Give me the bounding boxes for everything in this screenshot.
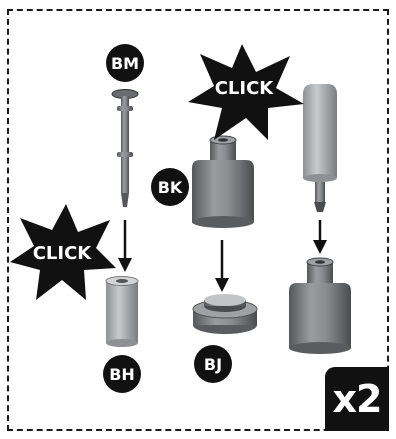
label-bj-text: BJ [204, 355, 222, 374]
quantity-badge: x2 [325, 367, 389, 431]
starburst-left [10, 204, 116, 300]
label-bh: BH [103, 355, 141, 393]
arrow-right-assembly [313, 220, 327, 254]
part-bj-ring [192, 294, 258, 334]
label-bk-text: BK [158, 178, 183, 197]
label-bm: BM [106, 44, 144, 82]
part-bm-pin [111, 89, 139, 207]
click-text-left: CLICK [33, 243, 93, 264]
part-right-top-assembly [303, 84, 337, 212]
click-callout-top: CLICK [188, 44, 304, 140]
part-bk-cap [192, 135, 254, 228]
click-callout-left: CLICK [10, 204, 116, 300]
arrow-bm-to-bh [118, 220, 132, 272]
label-bh-text: BH [109, 365, 135, 384]
dashed-border [7, 9, 389, 431]
arrow-bk-to-bj [215, 240, 229, 292]
quantity-text: x2 [332, 377, 383, 421]
starburst-top [188, 44, 304, 140]
label-bk: BK [151, 168, 189, 206]
click-text-top: CLICK [215, 78, 275, 99]
label-bj: BJ [194, 345, 232, 383]
part-bh-tube [105, 276, 139, 347]
part-right-bottom-assembly [289, 257, 351, 354]
label-bm-text: BM [111, 54, 139, 73]
